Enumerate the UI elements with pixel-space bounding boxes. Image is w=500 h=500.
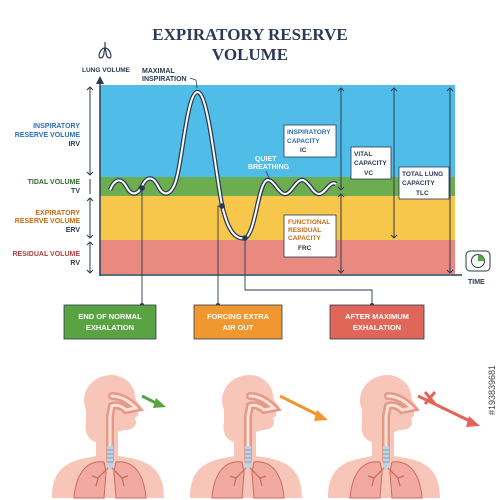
frc-abbr: FRC xyxy=(298,245,312,252)
vc-box xyxy=(350,146,392,180)
irv-label-2: RESERVE VOLUME xyxy=(15,132,81,139)
frc-box xyxy=(283,214,337,258)
vc-label-2: CAPACITY xyxy=(354,160,387,167)
quiet-pointer xyxy=(265,170,271,181)
vc-label-1: VITAL xyxy=(354,151,372,158)
title-line-2: VOLUME xyxy=(212,45,288,64)
tlc-box xyxy=(398,166,450,200)
caption-after-maximum: AFTER MAXIMUM EXHALATION xyxy=(329,304,425,340)
maximal-pointer xyxy=(189,77,198,89)
vc-abbr: VC xyxy=(364,170,373,177)
caption-1-line-1: END OF NORMAL xyxy=(78,312,142,321)
quiet-label-2: BREATHING xyxy=(248,164,290,171)
y-axis-arrow xyxy=(96,76,104,84)
tlc-bracket xyxy=(446,87,454,274)
breathing-curve-inner xyxy=(109,91,337,240)
irv-abbr: IRV xyxy=(68,141,80,148)
clock-icon xyxy=(465,250,491,272)
erv-label-2: RESERVE VOLUME xyxy=(15,218,81,225)
title-line-1: EXPIRATORY RESERVE xyxy=(152,25,347,44)
irv-label-1: INSPIRATORY xyxy=(33,123,80,130)
irv-zone xyxy=(100,85,455,177)
frc-label-3: CAPACITY xyxy=(288,235,321,242)
rv-zone xyxy=(100,240,455,274)
caption-3-line-1: AFTER MAXIMUM xyxy=(345,312,409,321)
frc-label-2: RESIDUAL xyxy=(288,227,321,234)
watermark-id: #193839681 xyxy=(487,364,497,416)
tv-label: TIDAL VOLUME xyxy=(28,179,81,186)
rv-abbr: RV xyxy=(70,260,80,267)
caption-normal-exhalation: END OF NORMAL EXHALATION xyxy=(63,304,157,340)
arrow-normal-exhalation xyxy=(141,394,166,408)
arrow-after-maximum xyxy=(417,391,480,427)
body-forcing-extra xyxy=(190,375,302,498)
frc-bracket xyxy=(337,193,345,274)
lungs-icon xyxy=(98,42,112,59)
erv-abbr: ERV xyxy=(66,227,81,234)
maximal-label-2: INSPIRATION xyxy=(142,76,187,83)
watermark: #193839681 xyxy=(486,300,498,480)
ic-bracket xyxy=(337,87,345,191)
arrow-forcing-extra xyxy=(279,394,328,421)
ic-box xyxy=(283,124,337,158)
caption-2-line-1: FORCING EXTRA xyxy=(207,312,270,321)
x-axis-label: TIME xyxy=(468,279,485,286)
tlc-abbr: TLC xyxy=(416,190,429,197)
body-after-maximum xyxy=(328,375,440,498)
ic-label-2: CAPACITY xyxy=(287,138,320,145)
caption-3-line-2: EXHALATION xyxy=(353,323,401,332)
erv-zone xyxy=(100,196,455,240)
vc-bracket xyxy=(390,87,398,239)
tlc-label-2: CAPACITY xyxy=(402,180,435,187)
caption-1-line-2: EXHALATION xyxy=(86,323,134,332)
tv-abbr: TV xyxy=(71,188,80,195)
rv-label: RESIDUAL VOLUME xyxy=(12,251,80,258)
quiet-label-1: QUIET xyxy=(255,156,277,163)
body-normal-exhalation xyxy=(52,375,164,498)
left-brackets xyxy=(86,86,94,274)
caption-connectors xyxy=(141,188,373,305)
tlc-label-1: TOTAL LUNG xyxy=(402,171,443,178)
y-axis-label: LUNG VOLUME xyxy=(82,67,131,74)
ic-abbr: IC xyxy=(300,147,307,154)
ic-label-1: INSPIRATORY xyxy=(287,129,331,136)
erv-label-1: EXPIRATORY xyxy=(35,210,80,217)
frc-label-1: FUNCTIONAL xyxy=(288,219,330,226)
caption-2-line-2: AIR OUT xyxy=(223,323,254,332)
maximal-label-1: MAXIMAL xyxy=(142,68,175,75)
caption-forcing-extra: FORCING EXTRA AIR OUT xyxy=(193,304,283,340)
